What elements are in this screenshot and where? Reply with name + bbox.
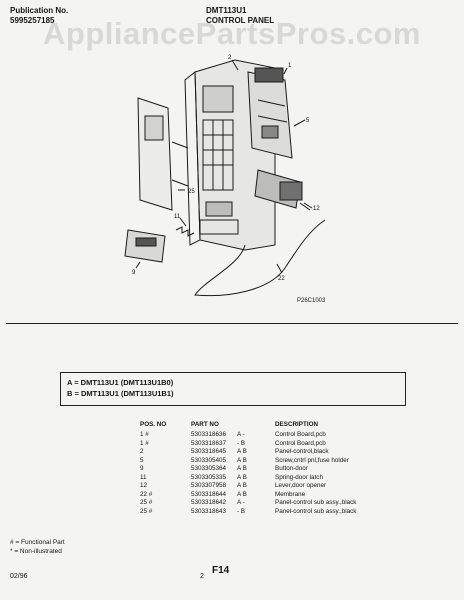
footer-page-number: 2 (200, 573, 204, 580)
header-pos-no: POS. NO (140, 420, 167, 428)
cell-pos-no: 5 (140, 456, 144, 464)
callout-11: 11 (174, 214, 181, 220)
exploded-parts-diagram: 1 2 5 9 11 12 22 25 (124, 55, 326, 297)
cell-part-no: 5303318636 (191, 431, 227, 438)
cell-description: Panel-control,black (275, 448, 329, 455)
cell-part-no: 5303318645 (191, 448, 227, 455)
table-row: 25 # 5303318642 A - Panel-control sub assy.… (140, 499, 375, 508)
callout-25: 25 (188, 189, 195, 195)
cell-description: Control Board,pcb (275, 431, 326, 438)
legend-line-a: A = DMT113U1 (DMT113U1B0) (67, 378, 174, 387)
table-row: 5 5303305405 A B Screw,cntrl pnl,fuse holde… (140, 457, 375, 466)
membrane-cable (194, 219, 326, 297)
cell-pos-no: 22 # (140, 490, 153, 498)
cell-description: Button-door (275, 465, 308, 472)
figure-id: P26C1003 (297, 298, 326, 304)
cell-description: Lever,door opener (275, 482, 327, 489)
table-row: 12 5303307958 A B Lever,door opener (140, 482, 375, 491)
cell-code: A B (237, 473, 247, 481)
header-part-no: PART NO (191, 420, 219, 428)
cell-code: A B (237, 482, 247, 489)
cell-code: A B (237, 448, 247, 455)
cell-code: - B (237, 507, 246, 515)
table-row: 9 5303305364 A B Button-door (140, 465, 375, 474)
header-description: DESCRIPTION (275, 420, 319, 428)
cell-description: Panel-control sub assy.,black (275, 499, 357, 506)
callout-22: 22 (278, 276, 285, 282)
table-row: 2 5303318645 A B Panel-control,black (140, 448, 375, 457)
cell-code: A B (237, 490, 247, 498)
control-board (247, 67, 293, 159)
cell-pos-no: 25 # (140, 507, 153, 515)
cell-description: Membrane (275, 490, 306, 498)
cell-pos-no: 25 # (140, 499, 153, 506)
callout-12: 12 (313, 206, 320, 212)
footnote-non-illustrated: * = Non-illustrated (10, 548, 62, 555)
table-row: 1 # 5303318637 - B Control Board,pcb (140, 440, 375, 449)
model-number: DMT113U1 (206, 6, 247, 15)
cell-part-no: 5303318637 (191, 439, 227, 447)
cell-description: Screw,cntrl pnl,fuse holder (275, 456, 349, 464)
cell-part-no: 5303318642 (191, 499, 227, 506)
cell-part-no: 5303318643 (191, 507, 227, 515)
parts-table: POS. NO PART NO DESCRIPTION 1 # 530331863… (140, 419, 375, 516)
callout-9: 9 (132, 270, 136, 276)
cell-part-no: 5303305364 (191, 465, 227, 472)
cell-pos-no: 2 (140, 448, 144, 455)
footer-date: 02/96 (10, 573, 28, 580)
table-row: 25 # 5303318643 - B Panel-control sub assy.… (140, 508, 375, 517)
header-code (237, 419, 275, 431)
callout-5: 5 (306, 118, 310, 124)
footer-page-code: F14 (212, 565, 230, 576)
cell-code: A - (237, 431, 245, 438)
callout-1: 1 (288, 63, 292, 69)
model-legend: A = DMT113U1 (DMT113U1B0) B = DMT113U1 (… (60, 372, 406, 406)
table-row: 22 # 5303318644 A B Membrane (140, 491, 375, 500)
table-row: 11 5303305335 A B Spring-door latch (140, 474, 375, 483)
footnotes: # = Functional Part * = Non-illustrated (10, 538, 65, 556)
cell-code: A B (237, 456, 247, 464)
legend-line-b: B = DMT113U1 (DMT113U1B1) (67, 389, 174, 398)
publication-number: 5995257185 (10, 16, 55, 25)
callout-2: 2 (228, 55, 232, 61)
cell-pos-no: 9 (140, 465, 144, 472)
section-title: CONTROL PANEL (206, 16, 275, 25)
panel-control-left (137, 97, 189, 211)
cell-pos-no: 11 (140, 473, 147, 481)
cell-description: Control Board,pcb (275, 439, 326, 447)
cell-code: A - (237, 499, 245, 506)
publication-label: Publication No. (10, 6, 69, 15)
cell-part-no: 5303305335 (191, 473, 227, 481)
cell-pos-no: 12 (140, 482, 148, 489)
cell-pos-no: 1 # (140, 439, 149, 447)
table-header-row: POS. NO PART NO DESCRIPTION (140, 419, 375, 431)
cell-part-no: 5303307958 (191, 482, 227, 489)
door-button (124, 226, 195, 263)
section-divider (6, 323, 458, 324)
cell-part-no: 5303318644 (191, 490, 227, 498)
cell-code: - B (237, 439, 246, 447)
footnote-functional: # = Functional Part (10, 539, 65, 546)
cell-description: Spring-door latch (275, 473, 323, 481)
door-lever (254, 169, 311, 211)
watermark-text: AppliancePartsPros.com (43, 16, 421, 51)
cell-pos-no: 1 # (140, 431, 149, 438)
cell-code: A B (237, 465, 247, 472)
cell-description: Panel-control sub assy.,black (275, 507, 357, 515)
cell-part-no: 5303305405 (191, 456, 227, 464)
table-row: 1 # 5303318636 A - Control Board,pcb (140, 431, 375, 440)
